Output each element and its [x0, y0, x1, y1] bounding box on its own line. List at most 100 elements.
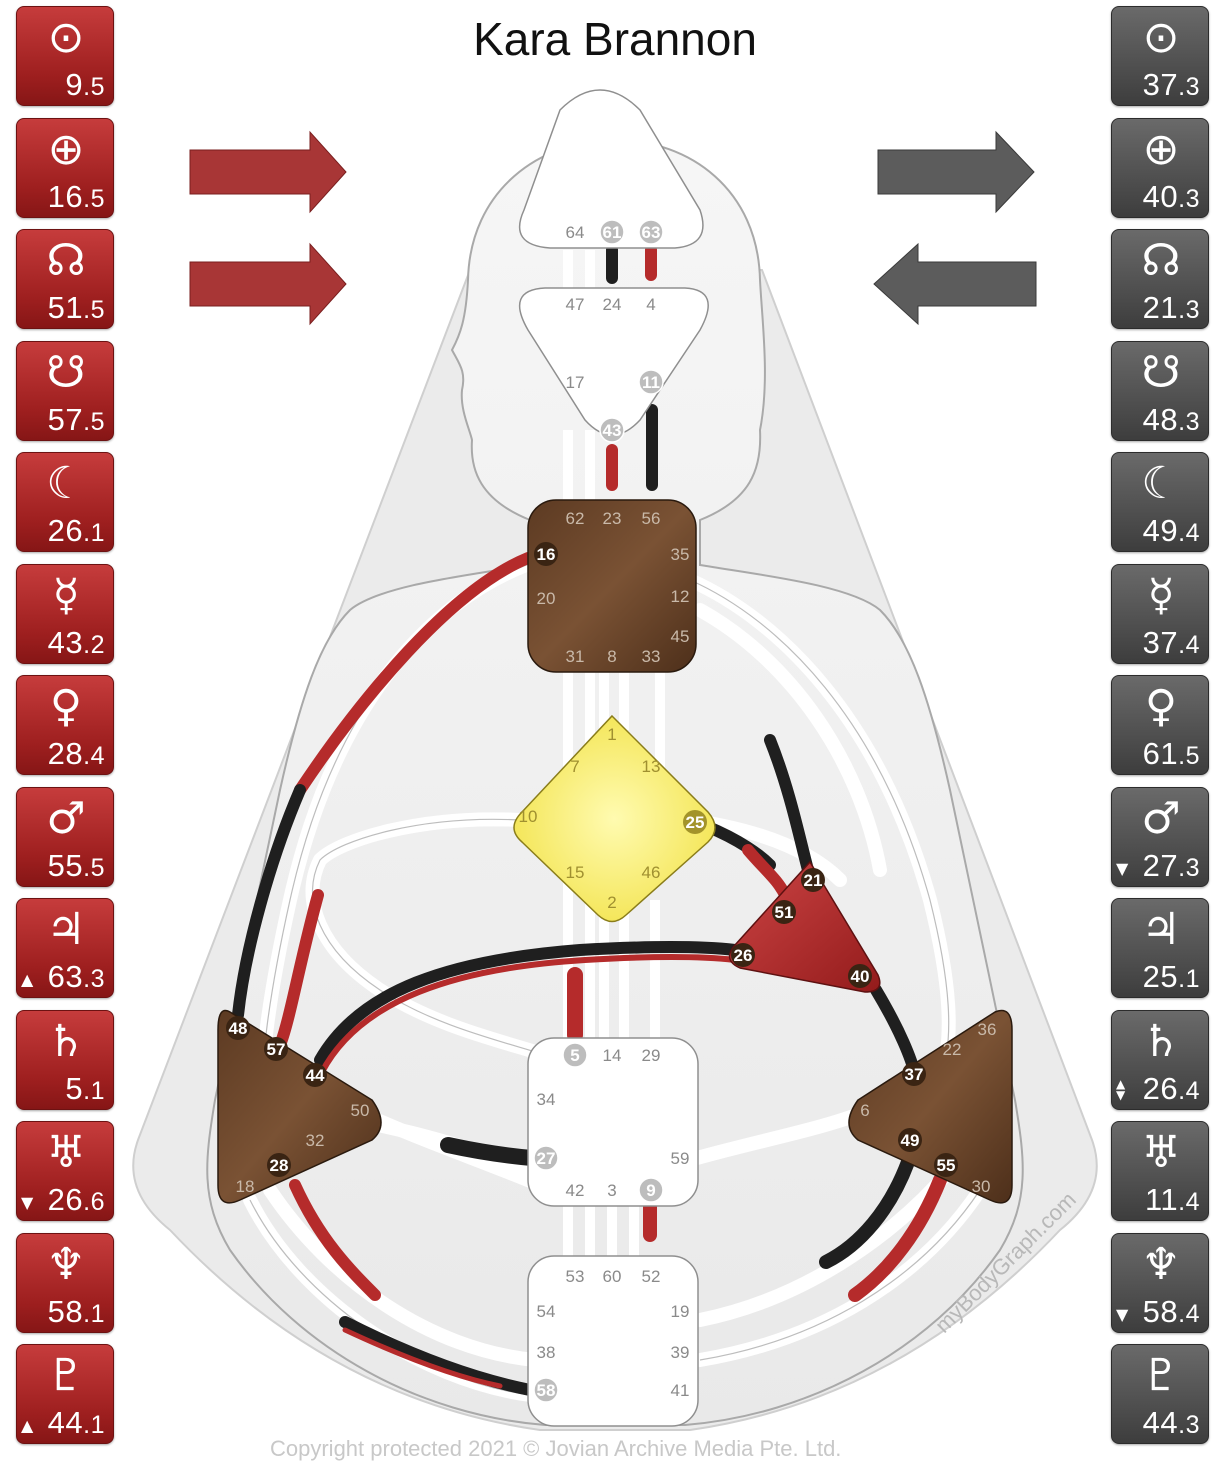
gate-label: 34 [537, 1090, 556, 1109]
gate-line-value: 63.3 [47, 959, 105, 994]
moon-icon: ☾ [46, 458, 86, 509]
uranus-icon: ♅ [1141, 1127, 1181, 1178]
gate-label: 60 [603, 1267, 622, 1286]
gate-label: 29 [642, 1046, 661, 1065]
active-gate-marker [303, 1063, 327, 1087]
gate-label: 10 [519, 807, 538, 826]
personality-earth-tile[interactable]: ⊕40.3 [1111, 117, 1209, 218]
personality-south-node-tile[interactable]: ☋48.3 [1111, 340, 1209, 441]
gate-label: 63 [642, 223, 661, 242]
gate-line-value: 58.4 [1142, 1293, 1200, 1329]
personality-mars-tile[interactable]: ♂▼27.3 [1111, 786, 1209, 887]
spleen-center [217, 1009, 382, 1204]
saturn-icon: ♄ [1141, 1015, 1181, 1067]
gate-line-value: 26.1 [47, 513, 105, 548]
gate-label: 7 [570, 757, 579, 776]
gate-label: 33 [642, 647, 661, 666]
gate-label: 62 [566, 509, 585, 528]
head-center [519, 89, 704, 249]
gate-line-value: 51.5 [47, 290, 105, 325]
root-center [527, 1255, 699, 1427]
mars-icon: ♂ [1141, 792, 1181, 844]
neptune-icon: ♆ [1141, 1238, 1181, 1290]
gate-label: 49 [901, 1131, 920, 1150]
active-gate-marker [772, 900, 796, 924]
design-jupiter-tile[interactable]: ♃▲63.3 [16, 898, 114, 998]
gate-line-value: 48.3 [1142, 401, 1200, 437]
active-gate-marker [801, 868, 825, 892]
personality-neptune-tile[interactable]: ♆▼58.4 [1111, 1232, 1209, 1333]
personality-north-node-tile[interactable]: ☊21.3 [1111, 229, 1209, 329]
design-north-node-tile[interactable]: ☊51.5 [16, 229, 114, 329]
gate-line-value: 49.4 [1142, 513, 1200, 548]
active-gate-marker [267, 1153, 291, 1177]
design-venus-tile[interactable]: ♀28.4 [16, 675, 114, 775]
gate-label: 21 [804, 871, 823, 890]
personality-mercury-tile[interactable]: ☿37.4 [1111, 563, 1209, 664]
gate-label: 50 [351, 1101, 370, 1120]
personality-saturn-tile[interactable]: ♄ ▲▼ 26.4 [1111, 1009, 1209, 1110]
personality-venus-tile[interactable]: ♀61.5 [1111, 675, 1209, 775]
design-moon-tile[interactable]: ☾ 26.1 [16, 452, 114, 552]
gate-line-value: 61.5 [1142, 736, 1200, 771]
gate-label: 2 [607, 893, 616, 912]
active-gate-marker [902, 1062, 926, 1086]
gate-label: 37 [905, 1065, 924, 1084]
gate-label: 35 [671, 545, 690, 564]
gate-label: 26 [734, 946, 753, 965]
active-gate-marker [638, 369, 664, 395]
design-mars-tile[interactable]: ♂55.5 [16, 786, 114, 887]
gate-label: 23 [603, 509, 622, 528]
gate-label: 54 [537, 1302, 556, 1321]
gate-label: 61 [603, 223, 622, 242]
personality-pluto-tile[interactable]: ♇44.3 [1111, 1344, 1209, 1444]
chart-owner-name: Kara Brannon [473, 13, 757, 65]
personality-uranus-tile[interactable]: ♅11.4 [1111, 1121, 1209, 1221]
gate-label: 9 [646, 1181, 655, 1200]
design-neptune-tile[interactable]: ♆58.1 [16, 1232, 114, 1333]
personality-sun-tile[interactable]: ⊙37.3 [1111, 6, 1209, 106]
gate-line-value: 57.5 [47, 401, 105, 437]
jupiter-icon: ♃ [46, 904, 86, 955]
gate-label: 42 [566, 1181, 585, 1200]
moon-icon: ☾ [1141, 458, 1181, 509]
north-node-icon: ☊ [1141, 235, 1181, 286]
active-gate-marker [848, 964, 872, 988]
active-gate-marker [226, 1016, 250, 1040]
personality-jupiter-tile[interactable]: ♃ 25.1 [1111, 898, 1209, 998]
design-south-node-tile[interactable]: ☋57.5 [16, 340, 114, 441]
design-pluto-tile[interactable]: ♇▲44.1 [16, 1344, 114, 1444]
gate-label: 41 [671, 1381, 690, 1400]
gate-label: 14 [603, 1046, 622, 1065]
exaltation-marker: ▲▼ [1116, 1076, 1126, 1102]
gate-line-value: 26.4 [1142, 1070, 1200, 1106]
gate-line-value: 44.1 [47, 1405, 105, 1440]
gate-line-value: 9.5 [65, 67, 105, 102]
heart-center [728, 860, 881, 993]
personality-moon-tile[interactable]: ☾ 49.4 [1111, 452, 1209, 552]
gate-label: 57 [267, 1040, 286, 1059]
gate-line-value: 25.1 [1142, 959, 1200, 994]
gate-line-value: 55.5 [47, 847, 105, 883]
gate-line-value: 40.3 [1142, 178, 1200, 214]
gate-label: 4 [646, 295, 655, 314]
gate-label: 3 [607, 1181, 616, 1200]
gate-label: 36 [978, 1020, 997, 1039]
gate-label: 46 [642, 863, 661, 882]
design-earth-tile[interactable]: ⊕16.5 [16, 117, 114, 218]
design-saturn-tile[interactable]: ♄5.1 [16, 1009, 114, 1110]
design-sun-tile[interactable]: ⊙9.5 [16, 6, 114, 106]
active-gate-marker [638, 1177, 664, 1203]
gate-label: 20 [537, 589, 556, 608]
gate-label: 48 [229, 1019, 248, 1038]
design-uranus-tile[interactable]: ♅▼26.6 [16, 1121, 114, 1221]
gate-label: 31 [566, 647, 585, 666]
design-mercury-tile[interactable]: ☿43.2 [16, 563, 114, 664]
south-node-icon: ☋ [1141, 346, 1181, 398]
jupiter-icon: ♃ [1141, 904, 1181, 955]
throat-center [527, 499, 697, 673]
gate-line-value: 44.3 [1142, 1405, 1200, 1440]
gate-label: 24 [603, 295, 622, 314]
